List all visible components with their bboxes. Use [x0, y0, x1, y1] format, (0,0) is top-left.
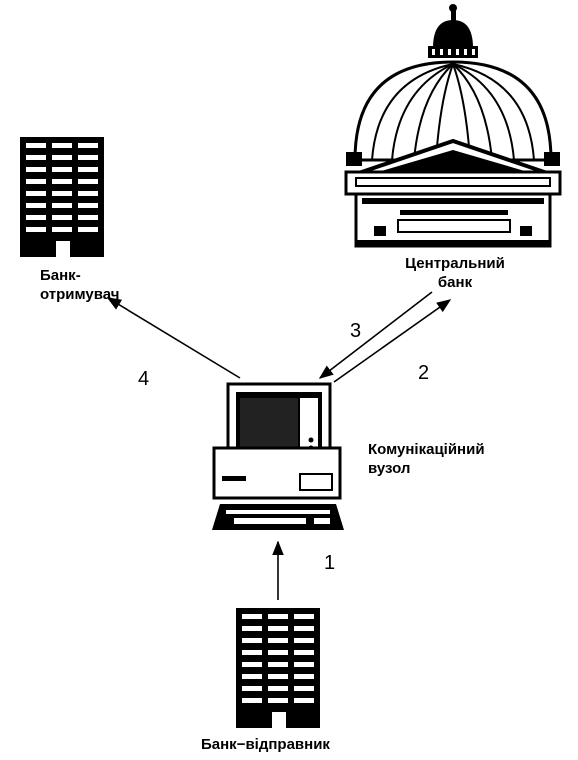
building-window — [78, 215, 98, 220]
receiver-building-icon — [20, 137, 104, 257]
building-window — [294, 626, 314, 631]
sender-building-icon — [236, 608, 320, 728]
building-window — [294, 650, 314, 655]
building-window — [26, 191, 46, 196]
sender-label: Банк−відправник — [201, 736, 330, 753]
step-3-label: 3 — [350, 320, 362, 342]
building-window — [26, 167, 46, 172]
building-window — [268, 686, 288, 691]
building-window — [26, 155, 46, 160]
building-window — [52, 215, 72, 220]
desktop-computer-icon — [212, 382, 344, 530]
building-window — [78, 167, 98, 172]
building-window — [268, 638, 288, 643]
building-window — [268, 698, 288, 703]
building-window — [78, 179, 98, 184]
building-window — [78, 227, 98, 232]
building-window — [26, 179, 46, 184]
building-window — [78, 143, 98, 148]
building-window — [52, 191, 72, 196]
step-2-label: 2 — [418, 362, 430, 384]
building-window — [52, 143, 72, 148]
building-window — [78, 191, 98, 196]
central-bank-label: Центральний банк — [405, 255, 505, 291]
arrow-4-hub-to-receiver — [106, 297, 241, 379]
building-window — [26, 227, 46, 232]
building-window — [52, 155, 72, 160]
building-window — [26, 203, 46, 208]
step-4-label: 4 — [138, 368, 150, 390]
building-window — [268, 650, 288, 655]
building-window — [242, 638, 262, 643]
building-window — [52, 167, 72, 172]
building-window — [242, 698, 262, 703]
building-window — [242, 662, 262, 667]
building-window — [242, 650, 262, 655]
hub-label: Комунікаційний вузол — [368, 441, 485, 477]
receiver-label: Банк- отримувач — [40, 267, 120, 303]
building-window — [78, 155, 98, 160]
building-window — [294, 662, 314, 667]
building-window — [268, 662, 288, 667]
building-window — [294, 698, 314, 703]
building-window — [294, 674, 314, 679]
building-window — [294, 638, 314, 643]
building-window — [242, 686, 262, 691]
step-1-label: 1 — [324, 552, 336, 574]
central-bank-dome-icon — [344, 4, 562, 248]
building-window — [268, 674, 288, 679]
building-window — [268, 626, 288, 631]
arrow-3-central-bank-to-hub — [318, 291, 433, 379]
arrow-2-hub-to-central-bank — [333, 299, 452, 383]
building-window — [26, 143, 46, 148]
building-window — [52, 203, 72, 208]
building-window — [78, 203, 98, 208]
building-window — [268, 614, 288, 619]
building-window — [242, 674, 262, 679]
building-window — [52, 227, 72, 232]
building-window — [26, 215, 46, 220]
building-window — [294, 614, 314, 619]
building-window — [242, 614, 262, 619]
building-window — [294, 686, 314, 691]
building-window — [242, 626, 262, 631]
building-window — [52, 179, 72, 184]
